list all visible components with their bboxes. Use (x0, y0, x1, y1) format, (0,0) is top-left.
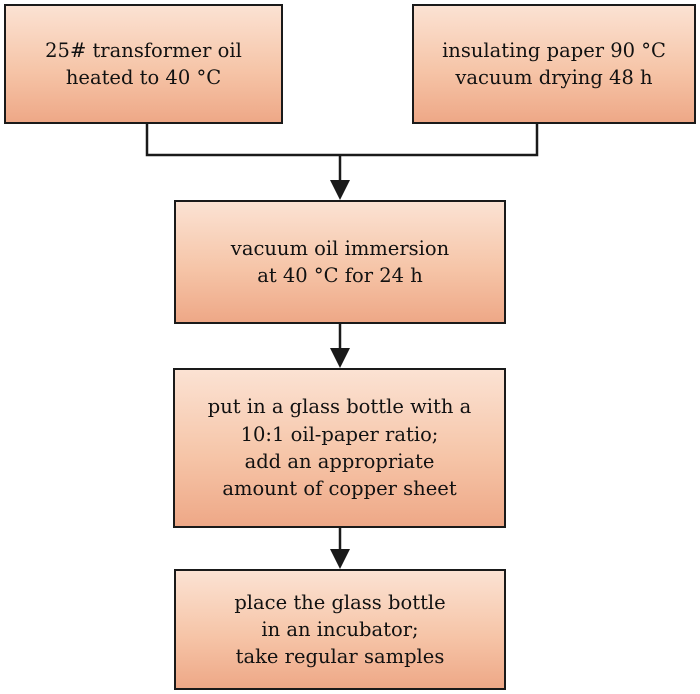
arrow-down-icon (330, 549, 350, 569)
step-text-line: amount of copper sheet (222, 477, 457, 501)
step-text-line: heated to 40 °C (65, 66, 222, 89)
step-text-line: vacuum oil immersion (230, 236, 450, 260)
step-text-line: 10:1 oil-paper ratio; (240, 422, 439, 446)
arrow-down-icon (330, 180, 350, 200)
step-text-line: put in a glass bottle with a (207, 395, 472, 419)
step-insulating-paper-box: insulating paper 90 °C vacuum drying 48 … (412, 4, 696, 124)
step-transformer-oil-box: 25# transformer oil heated to 40 °C (4, 4, 283, 124)
step-text-line: take regular samples (235, 645, 445, 669)
arrow-down-icon (330, 348, 350, 368)
step-text-line: 25# transformer oil (45, 38, 242, 62)
step-glass-bottle-box: put in a glass bottle with a 10:1 oil-pa… (173, 368, 506, 528)
step-text-line: add an appropriate (244, 450, 435, 473)
step-text-line: at 40 °C for 24 h (257, 264, 423, 287)
step-text-line: vacuum drying 48 h (455, 66, 653, 89)
step-text-line: in an incubator; (261, 617, 419, 641)
step-incubator-box: place the glass bottle in an incubator; … (174, 569, 506, 690)
step-text-line: insulating paper 90 °C (442, 38, 666, 62)
step-vacuum-immersion-box: vacuum oil immersion at 40 °C for 24 h (174, 200, 506, 324)
step-text-line: place the glass bottle (234, 590, 446, 614)
merge-connector-line (145, 124, 539, 157)
